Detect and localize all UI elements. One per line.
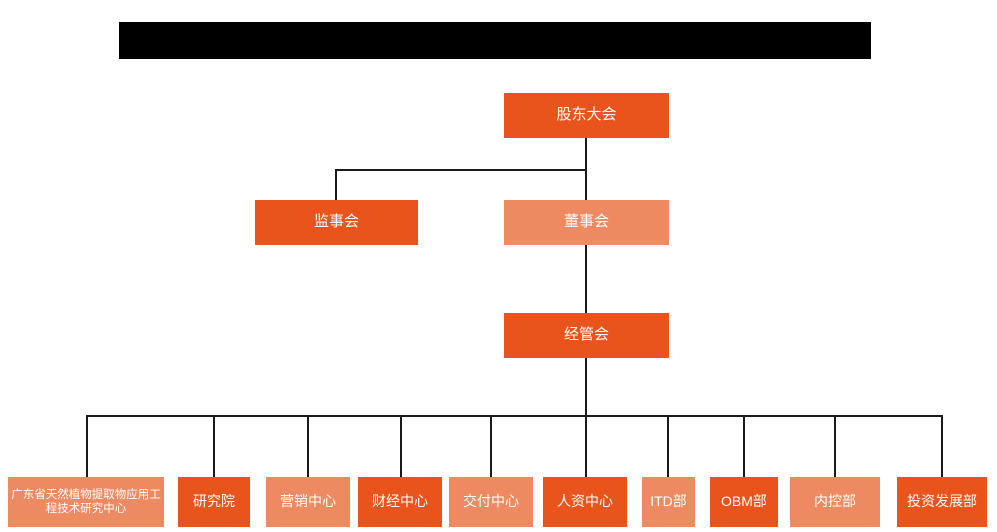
node-label: 投资发展部	[907, 493, 977, 510]
node-label: OBM部	[721, 493, 767, 510]
node-label: 研究院	[193, 493, 235, 510]
connector-drop-dept-5	[490, 415, 492, 477]
connector-drop-directors	[585, 169, 587, 200]
node-label: 交付中心	[463, 493, 519, 510]
node-dept-guangdong-research-center[interactable]: 广东省天然植物提取物应用工程技术研究中心	[8, 477, 164, 527]
connector-drop-dept-9	[834, 415, 836, 477]
redacted-title-banner	[119, 22, 871, 59]
connector-drop-dept-4	[400, 415, 402, 477]
node-label: 财经中心	[372, 493, 428, 510]
connector-drop-dept-10	[941, 415, 943, 477]
node-dept-itd[interactable]: ITD部	[642, 477, 695, 527]
node-label: 人资中心	[557, 493, 613, 510]
node-board-of-directors[interactable]: 董事会	[504, 200, 669, 245]
node-dept-hr-center[interactable]: 人资中心	[543, 477, 627, 527]
node-dept-marketing-center[interactable]: 营销中心	[266, 477, 350, 527]
connector-drop-dept-2	[213, 415, 215, 477]
node-label: 股东大会	[556, 106, 617, 124]
connector-management-stem	[585, 358, 587, 416]
node-label: 监事会	[313, 213, 359, 231]
node-label: 内控部	[814, 493, 856, 510]
connector-level1-bus	[335, 169, 587, 171]
node-label: 营销中心	[280, 493, 336, 510]
connector-directors-to-management	[585, 245, 587, 313]
connector-drop-dept-3	[307, 415, 309, 477]
node-label: 广东省天然植物提取物应用工程技术研究中心	[11, 488, 161, 515]
node-label: ITD部	[650, 493, 687, 510]
connector-drop-dept-8	[743, 415, 745, 477]
connector-drop-dept-1	[86, 415, 88, 477]
node-dept-internal-control[interactable]: 内控部	[790, 477, 880, 527]
connector-drop-dept-7	[667, 415, 669, 477]
connector-departments-bus	[86, 415, 943, 417]
connector-drop-dept-6	[585, 415, 587, 477]
node-dept-finance-center[interactable]: 财经中心	[358, 477, 442, 527]
connector-drop-supervisors	[335, 169, 337, 200]
node-board-of-supervisors[interactable]: 监事会	[255, 200, 418, 245]
node-dept-investment-development[interactable]: 投资发展部	[897, 477, 987, 527]
node-shareholders-meeting[interactable]: 股东大会	[504, 93, 669, 138]
connector-shareholders-stem	[585, 138, 587, 170]
node-dept-delivery-center[interactable]: 交付中心	[449, 477, 533, 527]
node-label: 经管会	[563, 326, 609, 344]
node-label: 董事会	[563, 213, 609, 231]
node-dept-research-institute[interactable]: 研究院	[178, 477, 250, 527]
node-management-committee[interactable]: 经管会	[504, 313, 669, 358]
node-dept-obm[interactable]: OBM部	[710, 477, 778, 527]
